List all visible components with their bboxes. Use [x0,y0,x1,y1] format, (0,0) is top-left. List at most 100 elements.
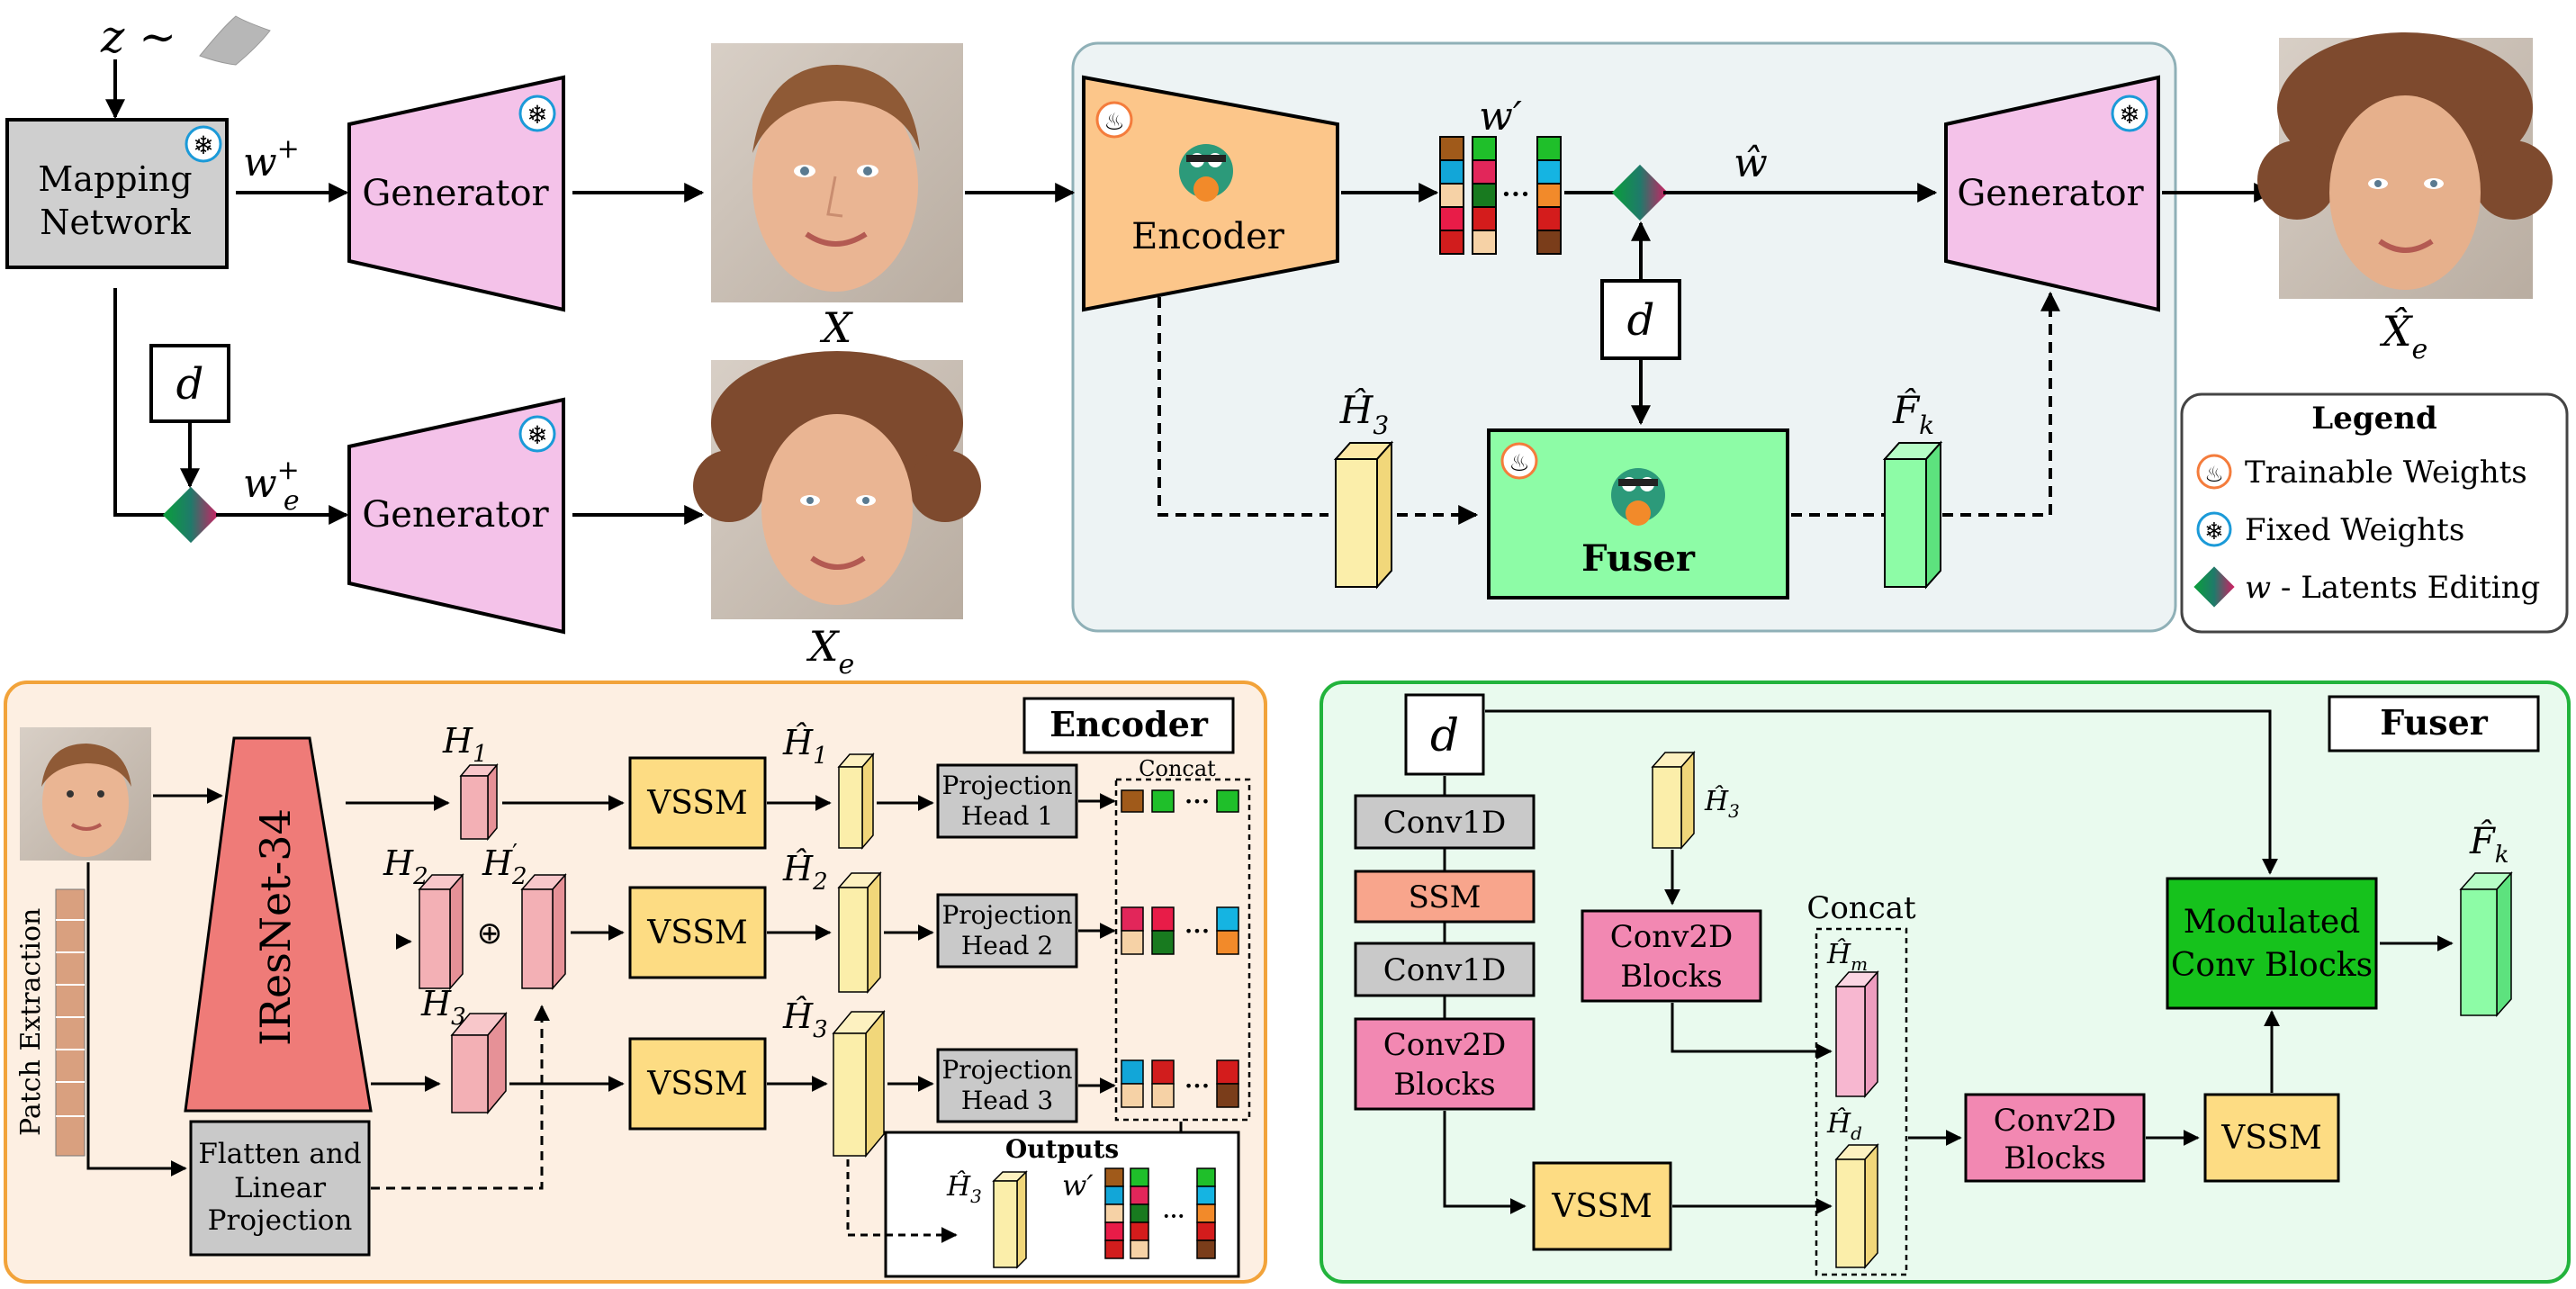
concat-label: Concat [1139,756,1216,781]
svg-text:❄: ❄ [527,420,547,450]
concat-region [1114,778,1251,1122]
modulated-conv-blocks: Modulated Conv Blocks [2166,877,2378,1010]
face-image-xe [693,351,981,619]
h3-hat-label: Ĥ3 [1339,387,1389,440]
svg-text:Legend: Legend [2311,401,2436,437]
fuser-detail-title: Fuser [2328,695,2540,753]
svg-text:Network: Network [40,203,192,242]
h2-feature-map [418,873,464,990]
latent-editing-icon [2193,566,2235,608]
conv2d-blocks-right: Conv2D Blocks [1964,1093,2146,1183]
hh2-feature-map [837,871,882,994]
conv2d-to-hm-arrow [1671,1003,1833,1059]
svg-text:Head 3: Head 3 [961,1086,1053,1115]
encoder-input-face [20,727,151,861]
svg-text:Generator: Generator [1957,173,2144,214]
h3-feature-map [1333,440,1394,590]
fuser-vssm-right: VSSM [2203,1093,2340,1183]
fire-icon: ♨ [1500,442,1538,480]
svg-text:•••: ••• [1163,1210,1185,1224]
noise-distribution-icon [199,15,271,66]
w-hat-label: ŵ [1734,140,1768,186]
svg-text:Conv2D: Conv2D [1610,919,1733,955]
face-image-x [711,43,963,302]
hh3-to-outputs-dashed [846,1159,958,1243]
svg-text:Projection: Projection [941,771,1072,800]
fuser-concat-label: Concat [1806,890,1916,926]
concat-dots-3: ••• [1184,1077,1210,1095]
conv2d-to-vssm-arrow [1443,1111,1527,1214]
concat-row-3 [1121,1059,1239,1108]
projection-head-1: Projection Head 1 [936,763,1078,839]
svg-text:SSM: SSM [1409,879,1482,915]
svg-text:Blocks: Blocks [1620,959,1722,995]
h2-prime-feature-map [520,873,567,990]
svg-text:Conv1D: Conv1D [1383,805,1506,841]
svg-text:Encoder: Encoder [1131,216,1285,257]
fuser-concat-region [1815,927,1908,1276]
d-box-top: d [149,344,230,423]
encoder-detail-title: Encoder [1022,697,1235,754]
x-label: X [820,303,854,352]
conv1d-b-box: Conv1D [1354,942,1536,997]
snowflake-icon: ❄ [518,415,556,453]
svg-text:d: d [1627,295,1655,346]
svg-text:♨: ♨ [2204,462,2224,487]
svg-text:❄: ❄ [527,100,547,130]
we-plus-label: w+e [243,455,300,517]
h1-feature-map [459,762,499,842]
hh1-feature-map [837,752,875,851]
snowflake-icon: ❄ [185,125,222,163]
hd-label: Ĥd [1826,1107,1862,1144]
svg-text:VSSM: VSSM [2220,1120,2322,1157]
hh3-feature-map [832,1009,886,1158]
fuser-vssm-left: VSSM [1532,1161,1672,1251]
svg-text:Head 2: Head 2 [961,931,1053,960]
d-to-modulated-arrow [1485,709,2278,875]
svg-text:Linear: Linear [234,1172,326,1204]
svg-text:IResNet-34: IResNet-34 [251,808,300,1046]
svg-text:w - Latents Editing: w - Latents Editing [2245,570,2540,606]
flatten-linear-box: Flatten and Linear Projection [189,1120,371,1257]
svg-text:❄: ❄ [2204,518,2224,545]
mapping-network-box: Mapping Network ❄ [5,118,229,269]
face-image-output [2257,32,2553,299]
w-prime-label: w′ [1479,94,1522,140]
vssm-box-2: VSSM [628,886,767,979]
flatten-to-h2prime-dashed [371,1005,550,1190]
latent-editing-icon [162,486,220,544]
hm-feature-map [1834,970,1879,1098]
svg-text:Modulated: Modulated [2184,904,2361,941]
fk-to-generator-dashed [1942,291,2060,517]
d-box-mid: d [1600,279,1681,360]
fuser-block: ♨ Fuser [1487,428,1789,599]
output-label: X̂e [2380,307,2428,365]
legend-box: Legend ♨ Trainable Weights ❄ Fixed Weigh… [2180,392,2569,634]
svg-text:♨: ♨ [1509,450,1529,477]
h3-feature-map-fuser [1651,751,1696,850]
svg-text:Conv2D: Conv2D [1383,1027,1506,1063]
hh2-label: Ĥ2 [782,849,828,896]
svg-text:Head 1: Head 1 [961,801,1053,831]
patch-extraction-label: Patch Extraction [15,908,47,1136]
svg-text:Encoder: Encoder [1049,704,1209,744]
svg-text:Outputs: Outputs [1005,1134,1119,1164]
xe-label: Xe [806,622,855,681]
h3-feature-map-enc [450,1011,508,1115]
svg-text:Generator: Generator [362,494,549,536]
concat-dots-1: ••• [1184,793,1210,810]
vssm-box-1: VSSM [628,756,767,850]
fk-feature-map-fuser [2459,871,2513,1017]
generator-bottom: Generator ❄ [347,397,565,635]
patch-strip [55,888,86,1157]
hd-feature-map [1834,1143,1879,1269]
svg-text:Blocks: Blocks [1393,1067,1495,1103]
h2-label: H2 [383,843,428,890]
svg-text:Fixed Weights: Fixed Weights [2245,512,2464,548]
w-prime-latents [1439,136,1562,255]
ssm-box: SSM [1354,870,1536,924]
encoder-to-h3-dashed [1157,297,1329,517]
svg-text:Ĥ3: Ĥ3 [946,1170,982,1207]
conv2d-blocks-mid: Conv2D Blocks [1581,909,1762,1003]
fk-fuser-label: F̂k [2469,821,2509,869]
